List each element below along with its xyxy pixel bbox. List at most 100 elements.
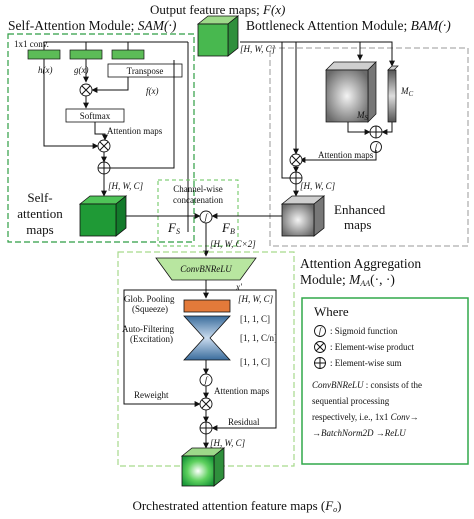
sum-op-aam xyxy=(199,421,213,435)
aam-title-2: Module; MAA(·, ·) xyxy=(300,272,395,288)
sam-input-line xyxy=(43,41,188,50)
aam-shape-1: [H, W, C] xyxy=(238,294,274,304)
softmax-label: Softmax xyxy=(80,111,111,121)
transpose-label: Transpose xyxy=(127,66,164,76)
legend-product-icon xyxy=(314,341,326,353)
fb-label: FB xyxy=(221,220,235,236)
residual-label: Residual xyxy=(228,417,260,427)
transpose-box xyxy=(107,63,183,78)
aam-shape-out: [H, W, C] xyxy=(210,438,246,448)
product-op-aam xyxy=(199,397,213,411)
label-f: f(x) xyxy=(146,86,159,96)
product-op-2 xyxy=(97,139,111,153)
sam-residual-line xyxy=(110,60,175,169)
label-g: g(x) xyxy=(74,65,89,75)
mc-to-sum xyxy=(381,122,393,135)
xprime-label: x' xyxy=(235,282,243,292)
concat-label-1: Channel-wise xyxy=(173,184,223,194)
conv-bar-f xyxy=(111,49,145,60)
concat-label-2: concatenation xyxy=(173,195,223,205)
sam-dashed-box xyxy=(7,33,195,243)
svg-text:ʃ: ʃ xyxy=(203,212,209,222)
bam-to-ms xyxy=(296,41,363,61)
product-op-bam xyxy=(289,153,303,167)
self-attn-label-1: Self- xyxy=(27,190,52,205)
sam-attn-label: Attention maps xyxy=(107,126,163,136)
product-op-1 xyxy=(79,83,93,97)
enhanced-label-1: Enhanced xyxy=(334,202,386,217)
legend-sigmoid-icon: ʃ xyxy=(314,325,326,337)
aam-shape-4: [1, 1, C] xyxy=(240,357,270,367)
softmax-to-product xyxy=(94,122,108,141)
fs-label: FS xyxy=(167,220,180,236)
enhanced-label-2: maps xyxy=(344,217,371,232)
legend-conv-2: sequential processing xyxy=(312,396,390,406)
pool-label-1: Glob. Pooling xyxy=(124,294,175,304)
f-to-product xyxy=(91,77,129,93)
output-shape: [H, W, C] xyxy=(240,44,276,54)
ms-map xyxy=(325,61,377,123)
orchestrated-output-cube xyxy=(180,447,226,487)
conv-bar-g xyxy=(69,49,103,60)
bam-input-line xyxy=(240,41,297,126)
output-feature-cube xyxy=(196,15,240,57)
aam-shape-2: [1, 1, C] xyxy=(240,314,270,324)
sigmoid-op-bam: ʃ xyxy=(370,141,382,153)
legend-conv-4: →BatchNorm2D →ReLU xyxy=(312,428,406,438)
legend-conv-1: ConvBNReLU : consists of the xyxy=(312,380,422,390)
legend-sum-icon xyxy=(314,357,326,369)
bam-title: Bottleneck Attention Module; BAM(·) xyxy=(246,18,451,33)
output-title: Output feature maps; F(x) xyxy=(150,2,285,17)
concat-shape: [H, W, C×2] xyxy=(210,239,256,249)
self-attn-label-2: attention xyxy=(17,206,63,221)
reweight-line xyxy=(123,289,201,407)
bam-attn-label: Attention maps xyxy=(318,150,374,160)
conv-bar-h xyxy=(27,49,61,60)
auto-filter-hourglass xyxy=(183,315,231,361)
af-label-2: (Excitation) xyxy=(130,334,173,344)
sum-op-1 xyxy=(97,161,111,175)
sam-title: Self-Attention Module; SAM(·) xyxy=(8,18,177,33)
ms-label: MS xyxy=(356,110,369,122)
convbnrelu-block xyxy=(155,257,257,281)
aam-title-1: Attention Aggregation xyxy=(300,256,421,271)
legend-sum: : Element-wise sum xyxy=(330,358,402,368)
aam-shape-3: [1, 1, C/n] xyxy=(240,333,277,343)
h-to-product xyxy=(43,59,99,149)
reweight-label: Reweight xyxy=(134,390,169,400)
convbnrelu-label: ConvBNReLU xyxy=(180,264,232,274)
enhanced-cube xyxy=(280,195,326,237)
legend-box xyxy=(301,297,469,465)
mc-label: MC xyxy=(400,86,414,98)
label-h: h(x) xyxy=(38,65,53,75)
bam-shape: [H, W, C] xyxy=(300,181,336,191)
bam-attn-to-product xyxy=(299,152,377,163)
legend-product: : Element-wise product xyxy=(330,342,414,352)
bam-residual-line xyxy=(281,42,290,179)
aam-attn-label: Attention maps xyxy=(214,386,270,396)
af-label-1: Auto-Filtering xyxy=(122,324,174,334)
sum-op-bam xyxy=(369,125,383,139)
legend-sigmoid: : Sigmoid function xyxy=(330,326,398,336)
concat-dashed-box xyxy=(157,179,239,247)
bam-dashed-box xyxy=(269,47,469,247)
sam-shape: [H, W, C] xyxy=(108,181,144,191)
svg-text:ʃ: ʃ xyxy=(317,326,323,336)
svg-text:ʃ: ʃ xyxy=(203,375,209,385)
self-attention-cube xyxy=(78,195,128,237)
bottom-title: Orchestrated attention feature maps (Fo) xyxy=(132,498,341,514)
ms-to-sum xyxy=(347,122,371,135)
sam-conv-label: 1x1 conv. xyxy=(14,39,49,49)
concat-op: ʃ xyxy=(199,210,213,224)
legend-title: Where xyxy=(314,304,349,319)
mc-map xyxy=(387,65,399,123)
residual-line xyxy=(206,289,277,431)
self-attn-label-3: maps xyxy=(26,222,53,237)
bam-to-mc xyxy=(360,41,395,67)
global-pool-bar xyxy=(183,299,231,313)
svg-text:ʃ: ʃ xyxy=(373,142,379,152)
legend-conv-3: respectively, i.e., 1x1 Conv→ xyxy=(312,412,419,422)
pool-label-2: (Squeeze) xyxy=(132,304,168,314)
sigmoid-op-aam: ʃ xyxy=(199,373,213,387)
